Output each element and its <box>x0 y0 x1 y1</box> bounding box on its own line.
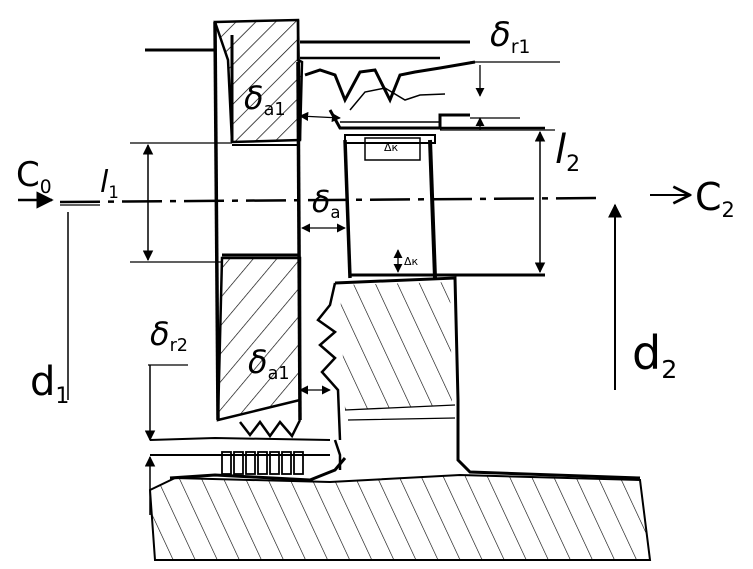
top-casing-lines <box>145 40 470 60</box>
delta-a1-upper-dimension <box>299 111 341 123</box>
delta-r2-label: δr2 <box>150 315 188 355</box>
delta-k-top-label: Δк <box>384 142 398 153</box>
delta-r1-subscript: r1 <box>510 36 531 58</box>
delta-a1-lower-symbol: δ <box>248 343 268 381</box>
c0-symbol: C <box>16 155 40 195</box>
delta-r1-label: δr1 <box>490 15 530 56</box>
l1-dimension <box>130 142 232 263</box>
delta-a-mid-subscript: a <box>330 202 341 222</box>
l2-dimension <box>440 129 555 274</box>
d1-subscript: 1 <box>55 383 70 409</box>
rotor-disc <box>316 276 641 480</box>
upper-labyrinth-teeth <box>304 60 476 111</box>
d2-symbol: d <box>632 326 662 380</box>
delta-a1-upper-subscript: a1 <box>263 100 286 121</box>
delta-r2-symbol: δ <box>150 315 170 353</box>
delta-a1-upper-symbol: δ <box>244 79 264 117</box>
d1-dimension <box>60 204 100 400</box>
delta-r2-subscript: r2 <box>169 336 189 357</box>
l2-subscript: 2 <box>566 151 581 177</box>
c2-label: C2 <box>695 175 735 221</box>
rotor-blade <box>343 134 545 279</box>
delta-a1-lower-label: δa1 <box>248 343 290 383</box>
c2-subscript: 2 <box>721 198 735 223</box>
delta-a1-upper-label: δa1 <box>244 79 286 119</box>
c2-symbol: C <box>695 175 722 219</box>
l2-symbol: l <box>555 127 567 173</box>
delta-a1-lower-subscript: a1 <box>267 364 290 385</box>
l2-label: l2 <box>555 127 580 175</box>
l1-label: l1 <box>100 165 119 201</box>
delta-a-mid-label: δa <box>312 185 340 221</box>
shaft-body <box>148 473 652 561</box>
shaft-seal <box>149 436 347 482</box>
delta-r1-symbol: δ <box>490 15 511 55</box>
d1-symbol: d <box>30 359 56 405</box>
c0-label: C0 <box>16 155 52 196</box>
delta-a-mid-symbol: δ <box>312 185 331 220</box>
d2-label: d2 <box>632 330 677 382</box>
delta-k-top-text: Δк <box>384 141 399 154</box>
delta-r2-dimension <box>144 364 188 515</box>
delta-r1-dimension <box>470 61 560 130</box>
lower-stator-block <box>216 256 302 439</box>
d1-label: d1 <box>30 359 69 407</box>
d2-subscript: 2 <box>661 354 678 384</box>
l1-symbol: l <box>100 165 109 200</box>
delta-k-bottom-label: Δк <box>404 256 418 267</box>
delta-k-bottom-text: Δк <box>404 255 419 268</box>
l1-subscript: 1 <box>108 182 119 202</box>
c0-subscript: 0 <box>39 176 52 198</box>
blade-shroud <box>328 109 545 130</box>
